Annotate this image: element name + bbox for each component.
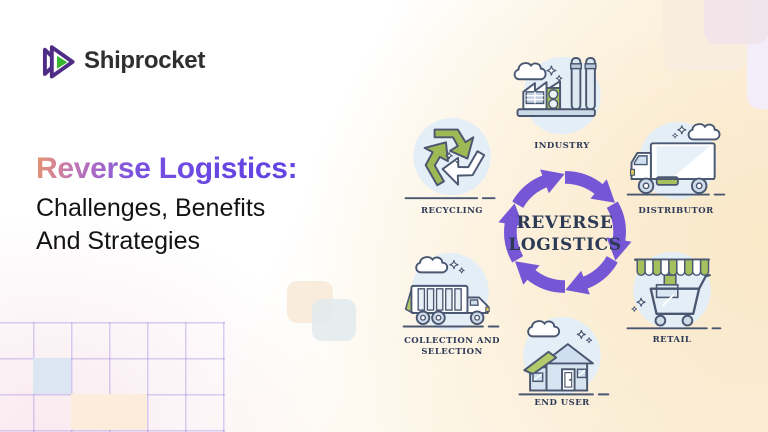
garbage-truck-icon xyxy=(402,253,500,331)
brand-logo: Shiprocket xyxy=(36,42,205,80)
shopping-cart-icon xyxy=(626,251,722,330)
deco-grid-cell-peach2 xyxy=(109,394,147,430)
hero-copy: Reverse Logistics: Challenges, Benefits … xyxy=(36,152,396,257)
node-label-industry: INDUSTRY xyxy=(534,141,590,151)
deco-square-rose-top xyxy=(704,0,768,44)
node-label-end-user: END USER xyxy=(534,398,590,408)
house-icon xyxy=(518,317,610,396)
cycle-arrows-icon xyxy=(498,169,632,295)
factory-icon xyxy=(513,57,601,135)
brand-name: Shiprocket xyxy=(84,47,206,74)
node-label-collection: COLLECTION AND SELECTION xyxy=(404,336,500,358)
node-label-recycling: RECYCLING xyxy=(420,206,484,216)
deco-grid-cell-blue xyxy=(33,358,71,394)
page-subtitle: Challenges, Benefits And Strategies xyxy=(36,194,266,255)
recycle-icon xyxy=(404,117,496,200)
deco-grid-cell-peach1 xyxy=(71,394,109,430)
deco-grid xyxy=(0,322,225,432)
diagram-center-title: REVERSE LOGISTICS xyxy=(508,213,622,256)
delivery-truck-icon xyxy=(626,122,726,200)
node-label-retail: RETAIL xyxy=(652,335,692,345)
play-triangles-icon xyxy=(42,45,75,79)
node-label-distributor: DISTRIBUTOR xyxy=(638,206,714,216)
deco-square-blue-mid xyxy=(312,299,356,341)
page-title: Reverse Logistics: xyxy=(36,152,396,186)
